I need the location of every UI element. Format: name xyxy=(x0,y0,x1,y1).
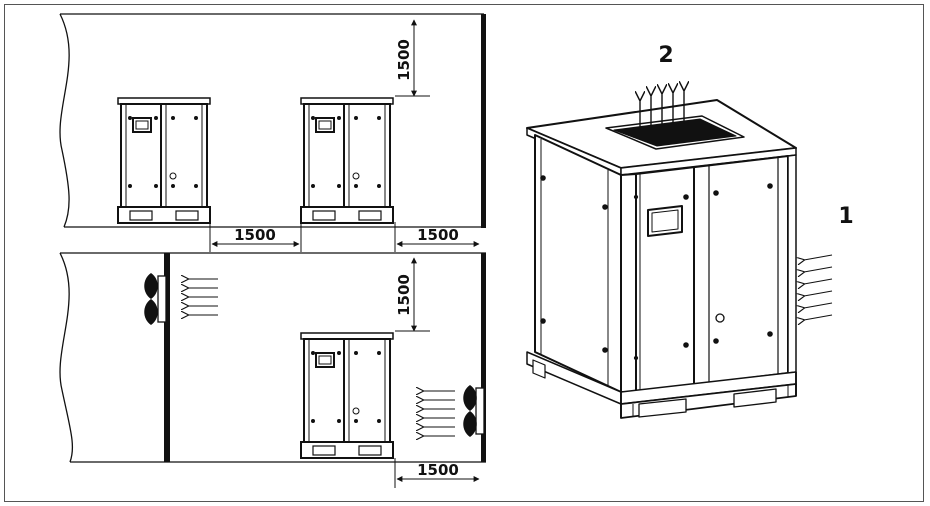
figure-frame xyxy=(4,4,924,502)
intake-arrows xyxy=(804,254,833,320)
top-plan-view: 1500 1500 1500 xyxy=(59,13,486,252)
lower-clearance-label: 1500 xyxy=(395,274,413,316)
air-exhaust-callout: 2 xyxy=(658,43,673,68)
exhaust-arrows xyxy=(640,90,684,130)
compressor-unit-left xyxy=(117,97,211,224)
between-units-label: 1500 xyxy=(234,226,276,244)
compressor-unit-bottom xyxy=(300,332,394,459)
compressor-isometric xyxy=(526,99,797,419)
fan-icon xyxy=(144,273,158,325)
bottom-plan-view: 1500 1500 xyxy=(59,252,486,488)
wall-gap-top-label: 1500 xyxy=(417,226,459,244)
air-intake-callout: 1 xyxy=(838,204,853,229)
compressor-unit-right xyxy=(300,97,394,224)
top-clearance-label: 1500 xyxy=(395,39,413,81)
wall-gap-bottom-label: 1500 xyxy=(417,461,459,479)
fan-icon xyxy=(463,385,477,437)
